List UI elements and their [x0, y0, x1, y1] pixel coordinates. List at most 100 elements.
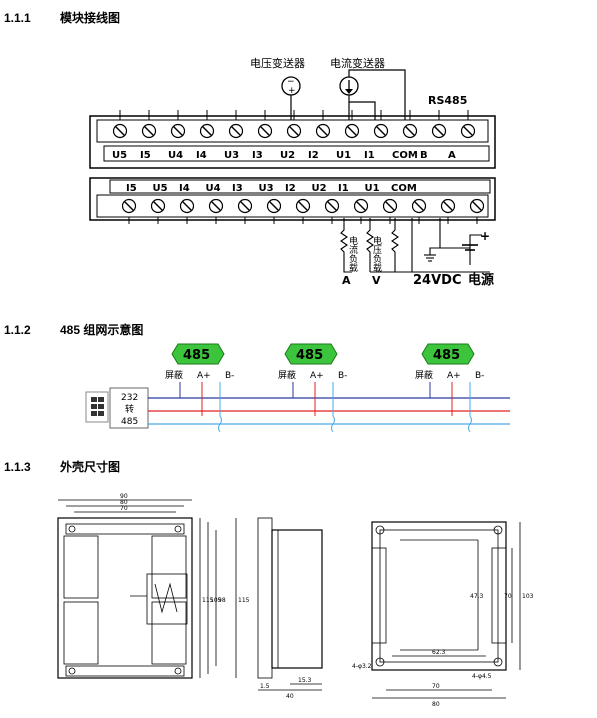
converter-line-3: 485	[121, 417, 138, 427]
shield-label: 屏蔽	[415, 369, 433, 381]
top-screw-row	[112, 110, 476, 139]
terminal-screw	[121, 198, 137, 214]
terminal-label: U4	[168, 150, 183, 161]
node-badge	[284, 343, 338, 365]
terminal-screw	[170, 123, 186, 139]
a-plus-label: A+	[447, 371, 461, 381]
terminal-label: COM	[392, 150, 418, 161]
terminal-screw	[112, 123, 128, 139]
meter-a-label: A	[342, 274, 351, 287]
current-load-label: 电流负载	[347, 235, 358, 273]
dim-front-top-1: 80	[120, 499, 128, 506]
terminal-screw	[353, 198, 369, 214]
b-minus-label: B-	[338, 371, 347, 381]
terminal-label: U5	[112, 150, 127, 161]
b-minus-label: B-	[475, 371, 484, 381]
terminal-screw	[199, 123, 215, 139]
dim-hole-b: 4-φ4.5	[472, 673, 492, 680]
supply-voltage-label: 24VDC	[413, 273, 461, 288]
node-badge	[171, 343, 225, 365]
terminal-label: I3	[232, 183, 243, 194]
converter-line-2: 转	[125, 403, 134, 415]
converter-line-1: 232	[121, 393, 138, 403]
terminal-label: B	[420, 150, 428, 161]
node-badge-label: 485	[296, 348, 323, 363]
terminal-label: I2	[285, 183, 296, 194]
top-terminal-block	[89, 115, 496, 169]
b-minus-label: B-	[225, 371, 234, 381]
terminal-screw	[286, 123, 302, 139]
voltage-transmitter-label: 电压变送器	[250, 56, 305, 70]
terminal-label: U4	[206, 183, 221, 194]
terminal-label: I1	[338, 183, 349, 194]
terminal-screw	[315, 123, 331, 139]
dim-front-side-1: 105	[210, 597, 222, 604]
node-badge-label: 485	[183, 348, 210, 363]
dim-rear-bottom-0: 70	[432, 683, 440, 690]
power-plus: +	[480, 229, 490, 243]
bottom-terminal-block	[89, 177, 496, 221]
current-transmitter-label: 电流变送器	[330, 56, 385, 70]
terminal-screw	[228, 123, 244, 139]
dim-hole-a: 4-φ3.2	[352, 663, 372, 670]
voltage-load-label: 电压负载	[371, 235, 382, 273]
dim-front-side-0: 115	[202, 597, 214, 604]
dim-side-bottom-0: 40	[286, 693, 294, 700]
dim-front-top-2: 70	[120, 505, 128, 512]
terminal-screw	[402, 123, 418, 139]
terminal-label: I4	[196, 150, 207, 161]
section-title: 模块接线图	[60, 11, 121, 25]
terminal-label: U1	[336, 150, 351, 161]
dim-side-bottom-1: 15.3	[298, 677, 312, 684]
terminal-screw	[324, 198, 340, 214]
bottom-screw-row	[121, 198, 485, 224]
terminal-screw	[295, 198, 311, 214]
section-title: 外壳尺寸图	[60, 460, 121, 474]
rear-view	[371, 521, 521, 699]
node-badge-label: 485	[433, 348, 460, 363]
dim-side-height: 115	[238, 597, 250, 604]
terminal-label: U1	[365, 183, 380, 194]
dimension-drawing: 90 80 70 115 105 98 115 40 15.3 1.5 103 …	[57, 493, 534, 708]
a-plus-label: A+	[197, 371, 211, 381]
voltage-plus: +	[288, 86, 296, 96]
terminal-screw	[382, 198, 398, 214]
current-return-wire	[348, 69, 406, 120]
terminal-screw	[431, 123, 447, 139]
terminal-screw	[266, 198, 282, 214]
dim-front-top-0: 90	[120, 493, 128, 500]
side-view	[235, 517, 323, 691]
dim-side-bottom-2: 1.5	[260, 683, 270, 690]
front-view	[57, 499, 217, 679]
terminal-screw	[440, 198, 456, 214]
terminal-label: I4	[179, 183, 190, 194]
terminal-screw	[411, 198, 427, 214]
terminal-label: I3	[252, 150, 263, 161]
terminal-screw	[344, 123, 360, 139]
current-transmitter-symbol	[339, 76, 359, 96]
voltage-load: 电压负载	[366, 218, 413, 273]
shield-label: 屏蔽	[278, 369, 296, 381]
power-supply: +	[410, 218, 490, 273]
terminal-label: U2	[280, 150, 295, 161]
terminal-label: COM	[391, 183, 417, 194]
current-wire	[348, 95, 376, 120]
terminal-label: I5	[140, 150, 151, 161]
terminal-screw	[208, 198, 224, 214]
terminal-label: I2	[308, 150, 319, 161]
terminal-label: U5	[153, 183, 168, 194]
terminal-screw	[469, 198, 485, 214]
terminal-screw	[237, 198, 253, 214]
rs485-label: RS485	[428, 94, 467, 107]
terminal-screw	[179, 198, 195, 214]
terminal-label: U2	[312, 183, 327, 194]
terminal-screw	[373, 123, 389, 139]
